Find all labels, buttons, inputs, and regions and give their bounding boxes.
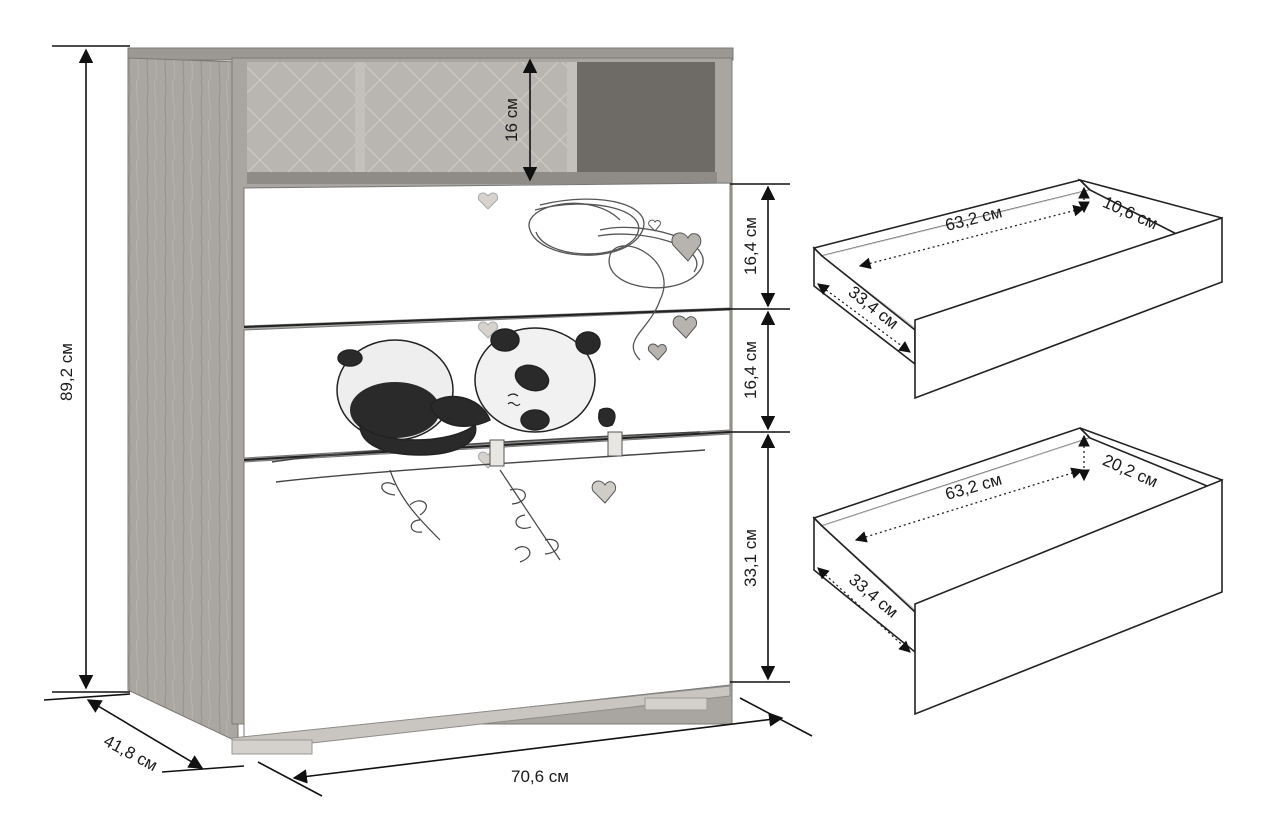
total-height-label: 89,2 см xyxy=(57,343,76,401)
drawer-front-3 xyxy=(243,433,731,739)
heart-icon xyxy=(477,321,499,339)
heart-icon xyxy=(477,192,499,210)
shelf-divider-left xyxy=(355,62,365,172)
drawer-small-front xyxy=(914,216,1223,400)
dresser-foot-front xyxy=(231,739,313,755)
drawer-large-front xyxy=(914,478,1223,716)
drawer3-height-label: 33,1 см xyxy=(741,529,760,587)
drawer-front-1 xyxy=(243,182,731,327)
bamboo-leaves xyxy=(381,469,561,563)
shelf-divider-right xyxy=(567,62,577,172)
heart-icon xyxy=(591,480,617,504)
heart-icon xyxy=(671,232,702,262)
shelf-height-label: 16 см xyxy=(502,98,521,142)
drawer-large: 63,2 см 20,2 см 33,4 см xyxy=(812,427,1224,716)
dresser xyxy=(127,47,734,755)
heart-icon xyxy=(672,315,698,339)
dim-shelf-height: 16 см xyxy=(502,58,538,182)
drawer-small: 63,2 см 10,6 см 33,4 см xyxy=(812,178,1223,400)
drawer-gap-1 xyxy=(243,308,731,328)
dim-drawer-heights: 16,4 см 16,4 см 33,1 см xyxy=(730,183,790,683)
dresser-top xyxy=(127,47,734,61)
dim-total-height: 89,2 см xyxy=(52,45,130,693)
heart-icon xyxy=(647,343,667,361)
open-shelf-right xyxy=(575,62,715,172)
drawer1-height-label: 16,4 см xyxy=(741,217,760,275)
dim-width: 70,6 см xyxy=(257,697,813,797)
panda-illustration xyxy=(271,327,706,483)
drawer2-height-label: 16,4 см xyxy=(741,341,760,399)
dresser-foot-right xyxy=(644,697,708,711)
width-label: 70,6 см xyxy=(511,767,569,786)
dresser-side-panel xyxy=(127,57,239,743)
heart-icon xyxy=(648,219,661,232)
open-shelf-back xyxy=(247,62,575,172)
shelf-bottom xyxy=(247,172,717,184)
